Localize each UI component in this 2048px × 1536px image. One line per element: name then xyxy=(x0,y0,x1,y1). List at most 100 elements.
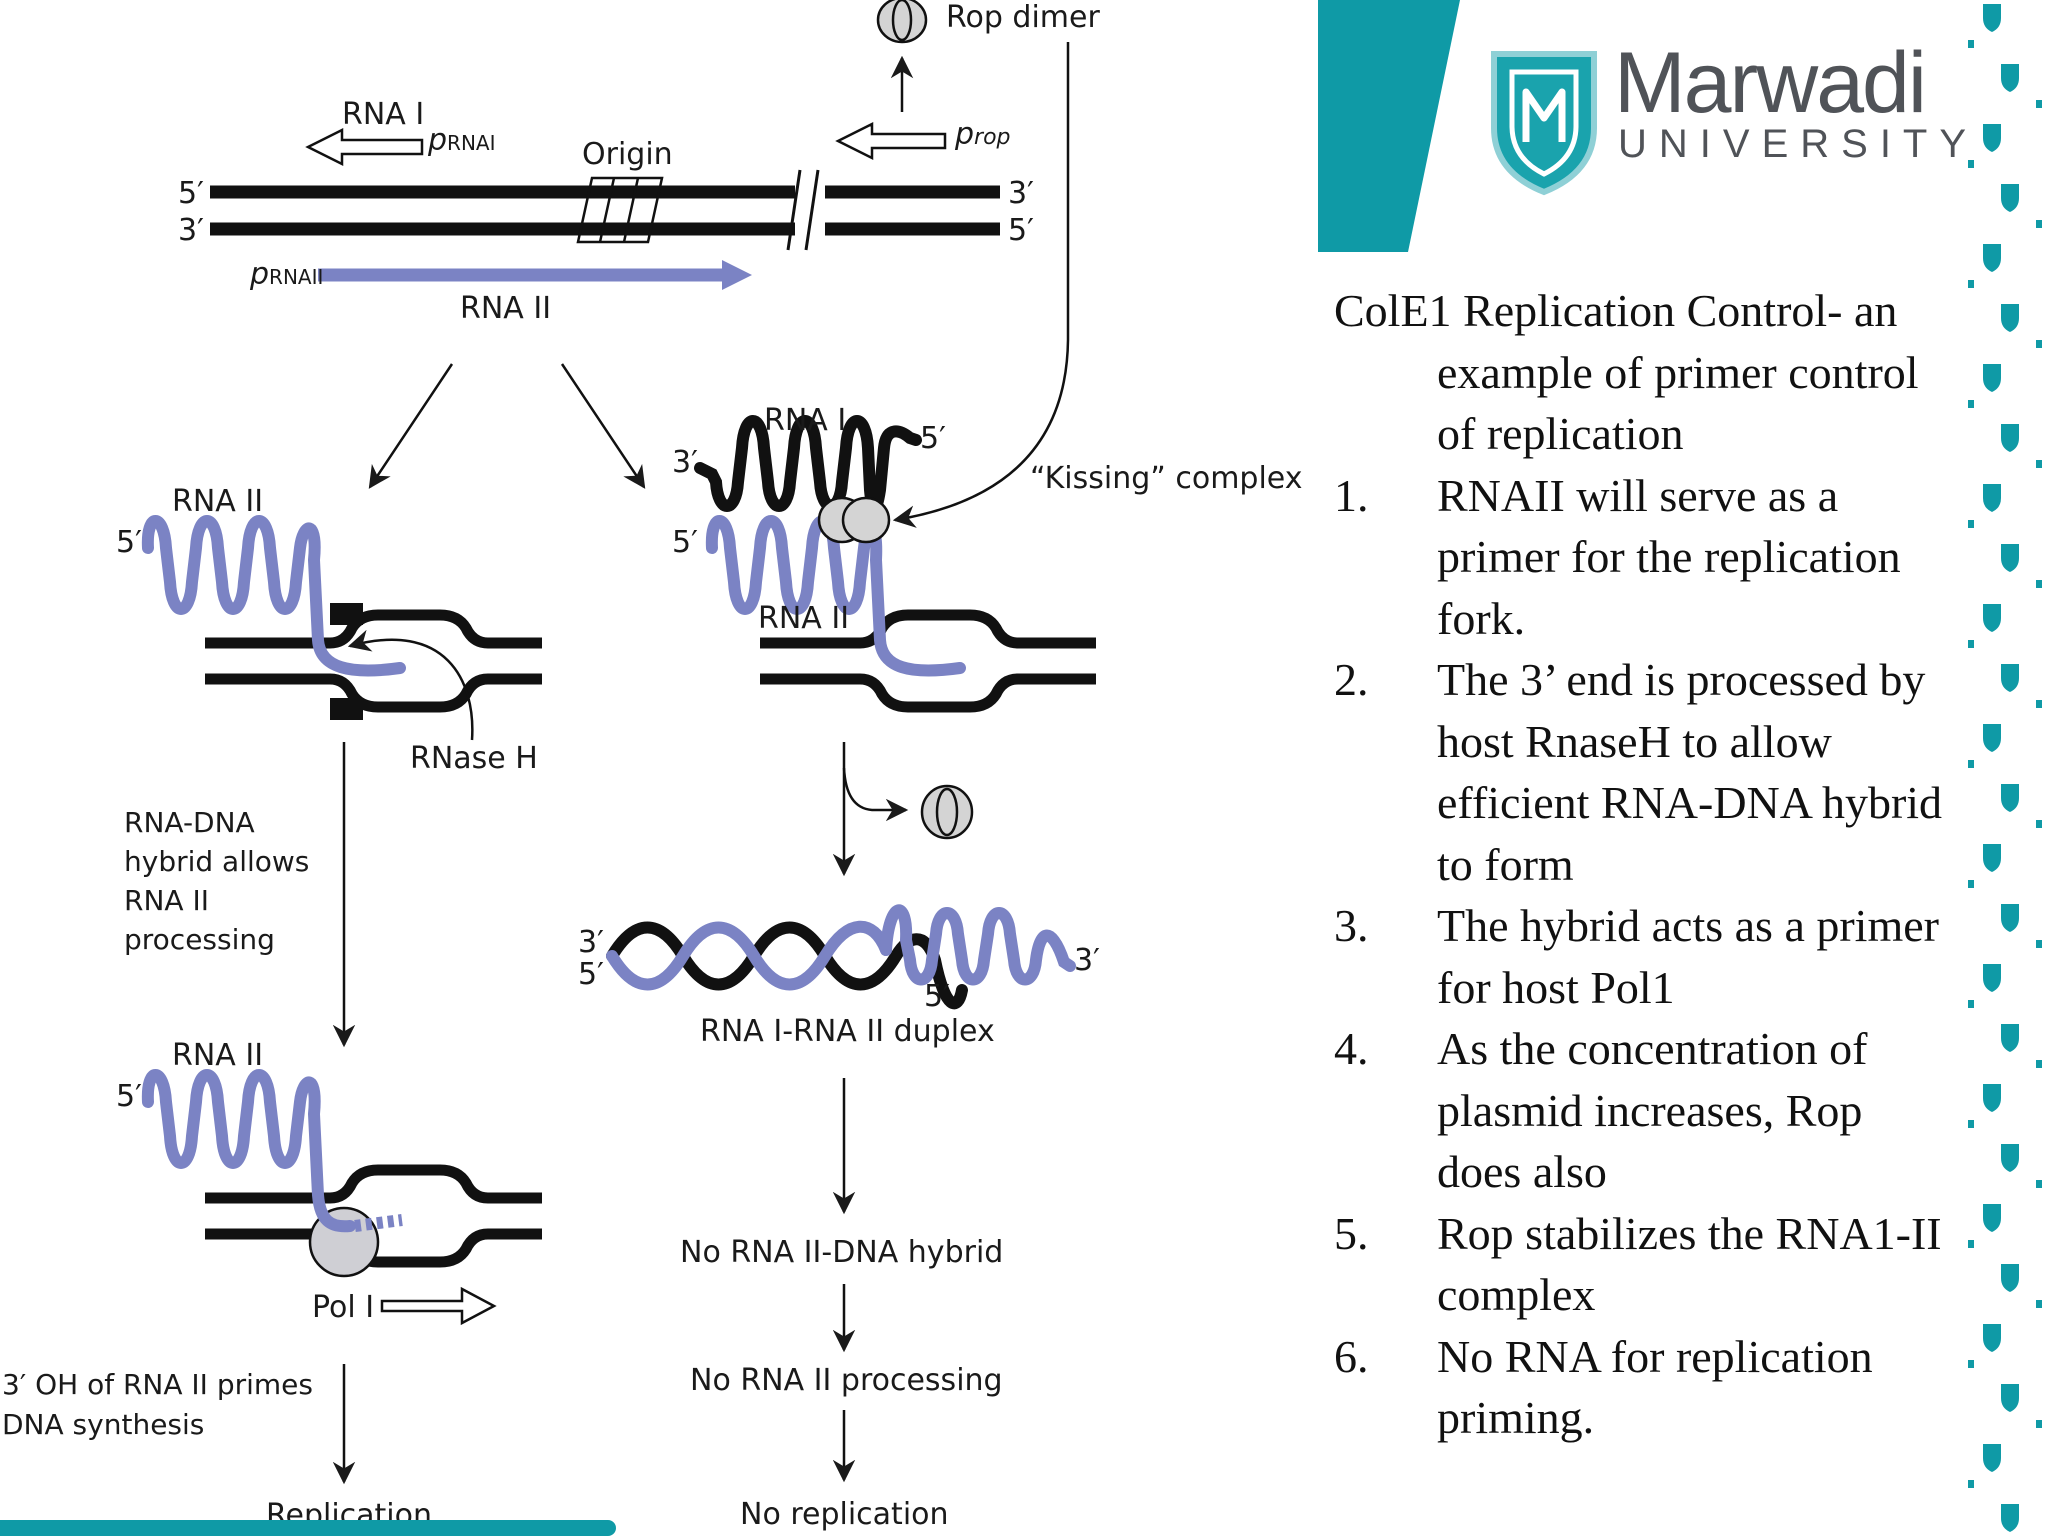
origin-region xyxy=(576,176,664,244)
decorative-dot xyxy=(2036,100,2042,108)
duplex-5prime-left: 5′ xyxy=(578,957,604,992)
decorative-shield-icon xyxy=(1983,4,2001,32)
decorative-dot xyxy=(2036,1060,2042,1068)
point-item: 3. The hybrid acts as a primer for host … xyxy=(1334,895,1954,1018)
rna1-label-top: RNA I xyxy=(342,97,424,132)
decorative-dot xyxy=(1968,1240,1974,1248)
decorative-shield-icon xyxy=(1983,1324,2001,1352)
decorative-shield-icon xyxy=(2001,1024,2019,1052)
rna2-transcript-head xyxy=(722,260,752,290)
decorative-shield-icon xyxy=(1983,1204,2001,1232)
slide-text-panel: ColE1 Replication Control- an example of… xyxy=(1334,280,1954,1449)
decorative-dot xyxy=(1968,160,1974,168)
rna2-strand-left-2 xyxy=(141,1069,356,1233)
decorative-dot xyxy=(2036,700,2042,708)
point-item: 1. RNAII will serve as a primer for the … xyxy=(1334,465,1954,650)
rnase-h-arrow xyxy=(347,629,474,741)
rop-promoter-arrow xyxy=(835,121,947,161)
rnase-h-label: RNase H xyxy=(410,741,538,776)
decorative-shield-icon xyxy=(2001,64,2019,92)
rna1-3prime-kissing: 3′ xyxy=(672,445,698,480)
p-rna1-label: pRNAI xyxy=(427,123,495,158)
decorative-shield-icon xyxy=(1983,1444,2001,1472)
decorative-shield-icon xyxy=(1983,604,2001,632)
decorative-shield-icon xyxy=(2001,1264,2019,1292)
duplex-3prime-left: 3′ xyxy=(578,925,604,960)
decorative-dot xyxy=(1968,40,1974,48)
rop-dimer-label: Rop dimer xyxy=(946,0,1100,35)
point-text: As the concentration of plasmid increase… xyxy=(1437,1023,1868,1197)
duplex-5prime-right: 5′ xyxy=(924,979,950,1014)
decorative-dot xyxy=(2036,1420,2042,1428)
decorative-dot xyxy=(1968,1360,1974,1368)
brand-subtitle: UNIVERSITY xyxy=(1618,122,1979,166)
strand-bottom-3prime: 3′ xyxy=(178,213,204,248)
cole1-replication-diagram: Origin 5′ 3′ 3′ 5′ RNA I pRNAI prop Rop … xyxy=(2,0,1303,1533)
primes-note-line-2: DNA synthesis xyxy=(2,1408,204,1441)
duplex-3prime-right: 3′ xyxy=(1074,943,1100,978)
decorative-dot xyxy=(1968,280,1974,288)
rna2-label-top: RNA II xyxy=(460,291,551,326)
hybrid-note-line-2: hybrid allows xyxy=(124,845,309,878)
brand-name: Marwadi xyxy=(1614,35,1927,131)
decorative-dot xyxy=(2036,580,2042,588)
rna1-label-kissing: RNA I xyxy=(764,403,846,438)
bottom-accent-bar xyxy=(0,1520,616,1536)
decorative-shield-icon xyxy=(2001,664,2019,692)
pol1-direction-arrow xyxy=(380,1286,497,1326)
point-number: 5. xyxy=(1334,1207,1369,1259)
decorative-dot xyxy=(1968,640,1974,648)
decorative-dot xyxy=(1968,1480,1974,1488)
decorative-shield-pattern xyxy=(1968,4,2042,1532)
point-item: 5. Rop stabilizes the RNA1-II complex xyxy=(1334,1203,1954,1326)
no-hybrid-label: No RNA II-DNA hybrid xyxy=(680,1235,1003,1270)
branch-left-arrow xyxy=(368,363,454,489)
rna2-label-left-1: RNA II xyxy=(172,484,263,519)
strand-bottom-5prime: 5′ xyxy=(1008,213,1034,248)
dna-bubble-left-1 xyxy=(205,603,542,720)
decorative-shield-icon xyxy=(1983,364,2001,392)
rna1-5prime-kissing: 5′ xyxy=(920,421,946,456)
decorative-dot xyxy=(1968,760,1974,768)
point-item: 2. The 3’ end is processed by host Rnase… xyxy=(1334,649,1954,895)
decorative-shield-icon xyxy=(2001,1504,2019,1532)
decorative-dot xyxy=(2036,220,2042,228)
decorative-shield-icon xyxy=(2001,1144,2019,1172)
rna2-5prime-kissing: 5′ xyxy=(672,525,698,560)
point-text: No RNA for replication priming. xyxy=(1437,1330,1873,1444)
duplex-label: RNA I-RNA II duplex xyxy=(700,1014,995,1049)
decorative-dot xyxy=(1968,400,1974,408)
strand-top-3prime: 3′ xyxy=(1008,176,1034,211)
decorative-dot xyxy=(2036,460,2042,468)
decorative-dot xyxy=(1968,1120,1974,1128)
rna-duplex xyxy=(606,904,1076,1010)
rop-release-arrow xyxy=(842,767,909,822)
decorative-shield-icon xyxy=(2001,304,2019,332)
p-rna2-label: pRNAII xyxy=(249,257,323,292)
decorative-shield-icon xyxy=(1983,124,2001,152)
rna2-label-kissing: RNA II xyxy=(758,601,849,636)
rop-dimer-icon xyxy=(876,0,928,44)
decorative-shield-icon xyxy=(1983,1084,2001,1112)
rna1-promoter-arrow xyxy=(305,127,424,167)
no-processing-label: No RNA II processing xyxy=(690,1363,1003,1398)
decorative-shield-icon xyxy=(2001,544,2019,572)
decorative-shield-icon xyxy=(1983,724,2001,752)
decorative-shield-icon xyxy=(1983,964,2001,992)
rop-dimer-released-icon xyxy=(920,784,974,840)
hybrid-note-line-1: RNA-DNA xyxy=(124,806,255,839)
origin-label: Origin xyxy=(582,137,673,172)
decorative-shield-icon xyxy=(2001,184,2019,212)
decorative-dot xyxy=(1968,520,1974,528)
brand-teal-band xyxy=(1318,0,1460,252)
p-rop-label: prop xyxy=(954,117,1011,152)
decorative-dot xyxy=(2036,1180,2042,1188)
decorative-shield-icon xyxy=(1983,244,2001,272)
decorative-shield-icon xyxy=(2001,1384,2019,1412)
point-text: RNAII will serve as a primer for the rep… xyxy=(1437,469,1901,644)
point-number: 3. xyxy=(1334,900,1369,951)
point-number: 1. xyxy=(1334,469,1369,521)
point-item: 6. No RNA for replication priming. xyxy=(1334,1326,1954,1449)
decorative-dot xyxy=(2036,820,2042,828)
point-text: The 3’ end is processed by host RnaseH t… xyxy=(1437,654,1943,890)
